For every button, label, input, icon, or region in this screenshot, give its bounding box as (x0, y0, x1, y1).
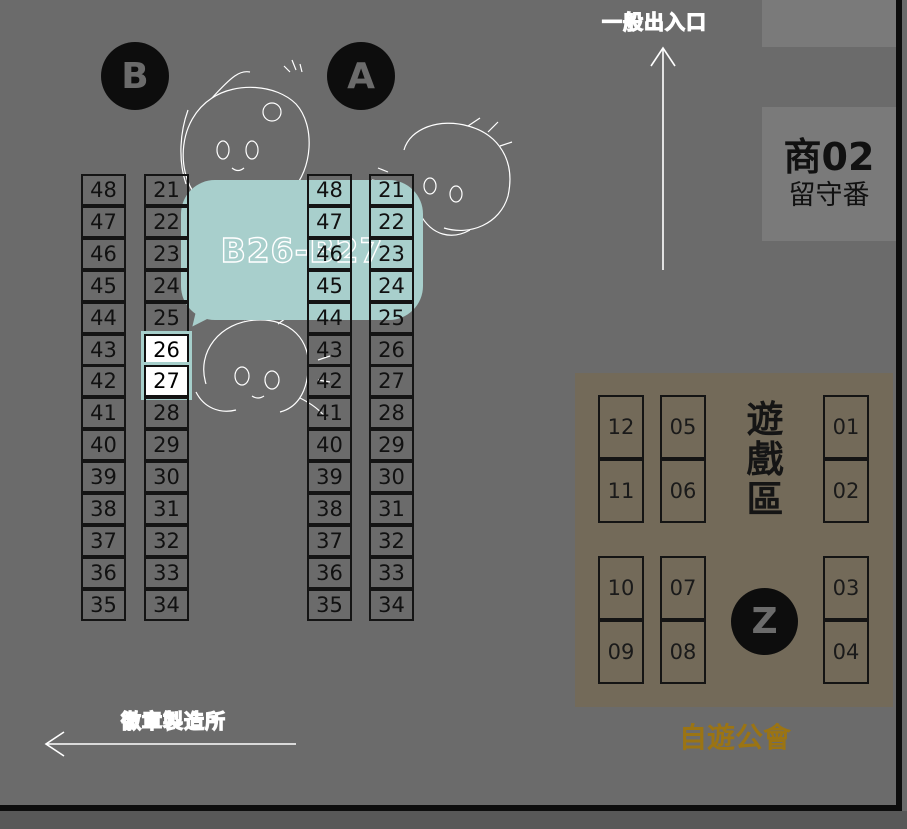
booth-a-inner-43[interactable]: 43 (307, 333, 352, 366)
booth-a-inner-37[interactable]: 37 (307, 524, 352, 557)
booth-b-outer-48[interactable]: 48 (81, 174, 126, 206)
booth-b-inner-27[interactable]: 27 (144, 365, 189, 398)
shop-name: 留守番 (788, 180, 870, 211)
booth-a-outer-26[interactable]: 26 (369, 333, 414, 366)
game-booth-07[interactable]: 07 (660, 556, 706, 620)
game-zone (575, 373, 893, 707)
game-booth-02[interactable]: 02 (823, 459, 869, 523)
booth-b-inner-34[interactable]: 34 (144, 588, 189, 621)
booth-b-inner-22[interactable]: 22 (144, 205, 189, 238)
booth-b-inner-23[interactable]: 23 (144, 237, 189, 270)
booth-b-outer-36[interactable]: 36 (81, 556, 126, 589)
badge-workshop-label: 徽章製造所 (120, 708, 226, 733)
booth-b-outer-41[interactable]: 41 (81, 397, 126, 430)
guild-label: 自遊公會 (678, 721, 791, 754)
booth-a-outer-27[interactable]: 27 (369, 365, 414, 398)
row-b-marker: B (101, 42, 169, 110)
booth-b-outer-43[interactable]: 43 (81, 333, 126, 366)
booth-a-outer-33[interactable]: 33 (369, 556, 414, 589)
booth-b-outer-47[interactable]: 47 (81, 205, 126, 238)
booth-b-outer-38[interactable]: 38 (81, 493, 126, 525)
game-booth-11[interactable]: 11 (598, 459, 644, 523)
booth-b-inner-24[interactable]: 24 (144, 269, 189, 302)
game-booth-12[interactable]: 12 (598, 395, 644, 459)
booth-b-inner-25[interactable]: 25 (144, 301, 189, 334)
shop-02[interactable]: 商02 留守番 (762, 107, 896, 241)
booth-a-outer-28[interactable]: 28 (369, 397, 414, 430)
game-zone-title: 遊戲區 (746, 398, 784, 521)
booth-b-outer-37[interactable]: 37 (81, 524, 126, 557)
booth-a-outer-31[interactable]: 31 (369, 493, 414, 525)
booth-b-inner-33[interactable]: 33 (144, 556, 189, 589)
booth-b-inner-21[interactable]: 21 (144, 174, 189, 206)
booth-a-inner-45[interactable]: 45 (307, 269, 352, 302)
booth-a-inner-46[interactable]: 46 (307, 237, 352, 270)
booth-a-inner-44[interactable]: 44 (307, 301, 352, 334)
entrance-label: 一般出入口 (601, 9, 707, 34)
game-booth-05[interactable]: 05 (660, 395, 706, 459)
game-booth-06[interactable]: 06 (660, 459, 706, 523)
booth-a-inner-48[interactable]: 48 (307, 174, 352, 206)
booth-b-outer-40[interactable]: 40 (81, 429, 126, 462)
booth-b-outer-46[interactable]: 46 (81, 237, 126, 270)
booth-b-outer-42[interactable]: 42 (81, 365, 126, 398)
booth-a-outer-24[interactable]: 24 (369, 269, 414, 302)
booth-b-inner-30[interactable]: 30 (144, 461, 189, 494)
shop-code: 商02 (783, 135, 875, 179)
booth-a-inner-36[interactable]: 36 (307, 556, 352, 589)
entrance-arrow (650, 46, 676, 270)
booth-b-inner-28[interactable]: 28 (144, 397, 189, 430)
booth-a-outer-21[interactable]: 21 (369, 174, 414, 206)
booth-a-outer-32[interactable]: 32 (369, 524, 414, 557)
shop-block-top (762, 0, 896, 47)
booth-b-outer-44[interactable]: 44 (81, 301, 126, 334)
booth-a-outer-23[interactable]: 23 (369, 237, 414, 270)
outer-margin-bottom (0, 811, 907, 829)
booth-a-outer-25[interactable]: 25 (369, 301, 414, 334)
highlight-label: B26-B27 (220, 230, 384, 270)
booth-b-inner-26[interactable]: 26 (144, 333, 189, 366)
booth-b-inner-32[interactable]: 32 (144, 524, 189, 557)
game-booth-09[interactable]: 09 (598, 620, 644, 684)
row-z-marker: Z (731, 588, 798, 655)
booth-b-outer-39[interactable]: 39 (81, 461, 126, 494)
game-booth-03[interactable]: 03 (823, 556, 869, 620)
booth-b-inner-29[interactable]: 29 (144, 429, 189, 462)
game-booth-04[interactable]: 04 (823, 620, 869, 684)
game-booth-01[interactable]: 01 (823, 395, 869, 459)
booth-a-outer-30[interactable]: 30 (369, 461, 414, 494)
booth-a-inner-39[interactable]: 39 (307, 461, 352, 494)
booth-b-outer-35[interactable]: 35 (81, 588, 126, 621)
booth-a-inner-40[interactable]: 40 (307, 429, 352, 462)
booth-a-inner-38[interactable]: 38 (307, 493, 352, 525)
booth-a-inner-41[interactable]: 41 (307, 397, 352, 430)
highlight-bubble[interactable]: B26-B27 (181, 180, 423, 320)
character-doodle-left (180, 59, 310, 197)
booth-a-outer-29[interactable]: 29 (369, 429, 414, 462)
hall-wall-right (896, 0, 902, 812)
badge-arrow (44, 731, 296, 757)
booth-a-outer-34[interactable]: 34 (369, 588, 414, 621)
booth-b-inner-31[interactable]: 31 (144, 493, 189, 525)
booth-a-inner-42[interactable]: 42 (307, 365, 352, 398)
row-a-marker: A (327, 42, 395, 110)
booth-a-outer-22[interactable]: 22 (369, 205, 414, 238)
outer-margin (902, 0, 907, 829)
booth-a-inner-47[interactable]: 47 (307, 205, 352, 238)
booth-b-outer-45[interactable]: 45 (81, 269, 126, 302)
game-booth-10[interactable]: 10 (598, 556, 644, 620)
game-booth-08[interactable]: 08 (660, 620, 706, 684)
hall-wall-bottom (0, 805, 902, 811)
booth-a-inner-35[interactable]: 35 (307, 588, 352, 621)
